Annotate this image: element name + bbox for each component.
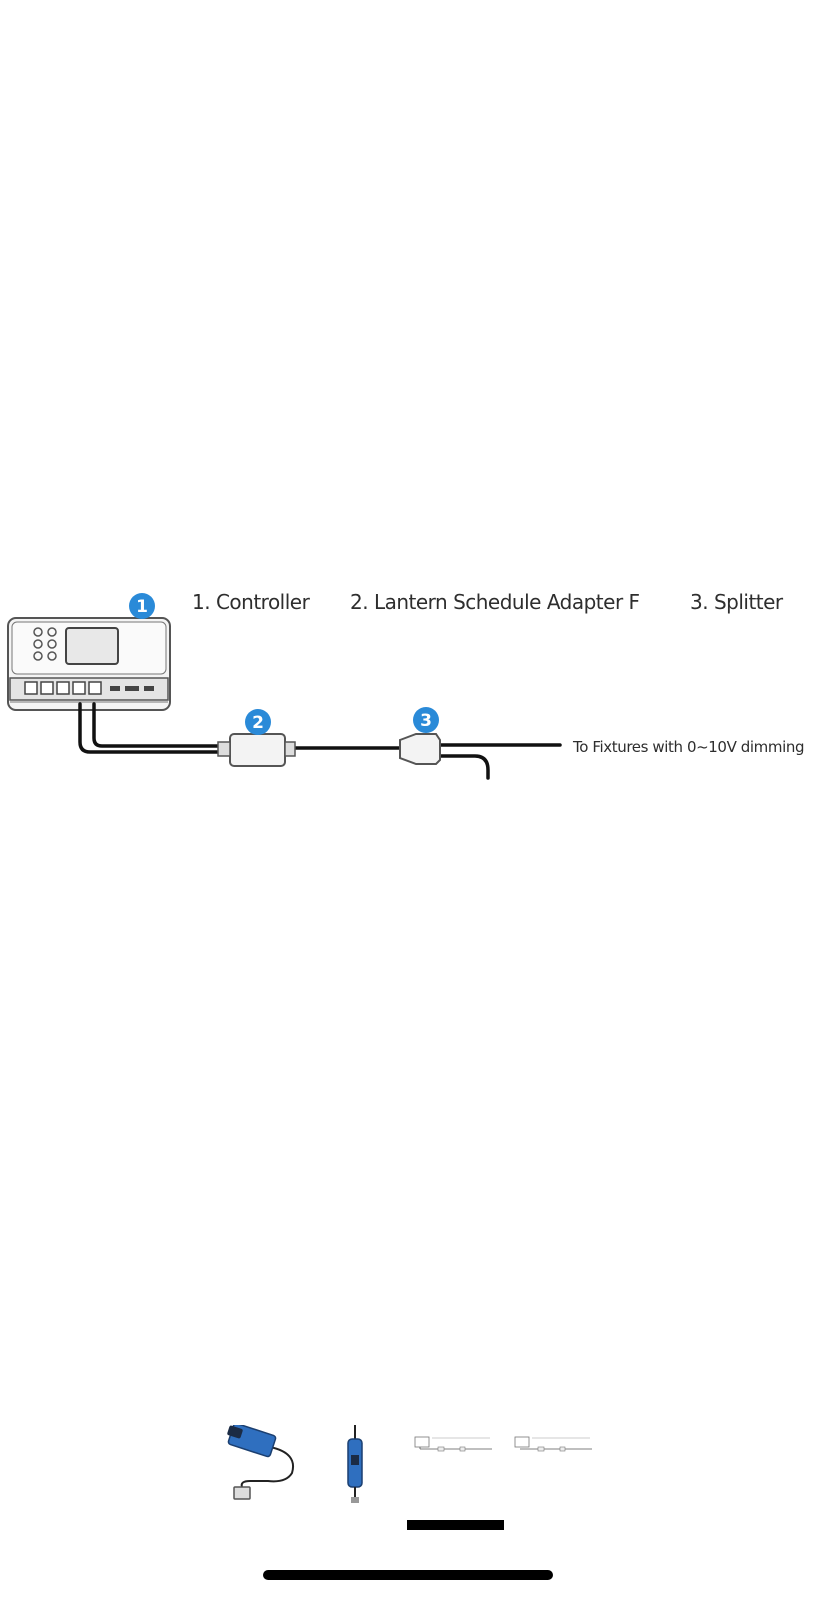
diagram-graphic: 1 2 3 bbox=[7, 593, 562, 780]
diagram-thumbnail-image bbox=[414, 1436, 492, 1452]
badge-1-number: 1 bbox=[136, 597, 148, 617]
adapter-vertical-image bbox=[347, 1425, 363, 1503]
legend-adapter: 2. Lantern Schedule Adapter F bbox=[350, 590, 640, 614]
legend-splitter: 3. Splitter bbox=[690, 590, 783, 614]
badge-3: 3 bbox=[413, 707, 439, 733]
adapter-photo-image bbox=[227, 1422, 294, 1500]
adapter-device bbox=[217, 733, 296, 767]
diagram-thumbnail-image-2 bbox=[514, 1436, 592, 1452]
fixture-label: To Fixtures with 0~10V dimming bbox=[573, 738, 805, 756]
thumbnail-adapter-vertical[interactable] bbox=[330, 1425, 380, 1505]
wiring-diagram: 1 2 3 1. Controller 2. Lantern Schedule … bbox=[0, 580, 830, 810]
thumbnail-strip bbox=[220, 1422, 620, 1515]
thumbnail-diagram[interactable] bbox=[510, 1425, 600, 1505]
thumbnail-adapter-photo[interactable] bbox=[220, 1422, 300, 1505]
legend-controller: 1. Controller bbox=[192, 590, 310, 614]
selected-thumbnail-indicator bbox=[407, 1520, 504, 1530]
badge-2: 2 bbox=[245, 709, 271, 735]
badge-1: 1 bbox=[129, 593, 155, 619]
thumbnail-diagram-selected[interactable] bbox=[410, 1425, 500, 1505]
controller-device bbox=[7, 617, 171, 711]
home-indicator[interactable] bbox=[263, 1570, 553, 1580]
badge-3-number: 3 bbox=[420, 711, 432, 731]
splitter-device bbox=[399, 733, 441, 765]
badge-2-number: 2 bbox=[252, 713, 264, 733]
cables bbox=[78, 702, 562, 780]
